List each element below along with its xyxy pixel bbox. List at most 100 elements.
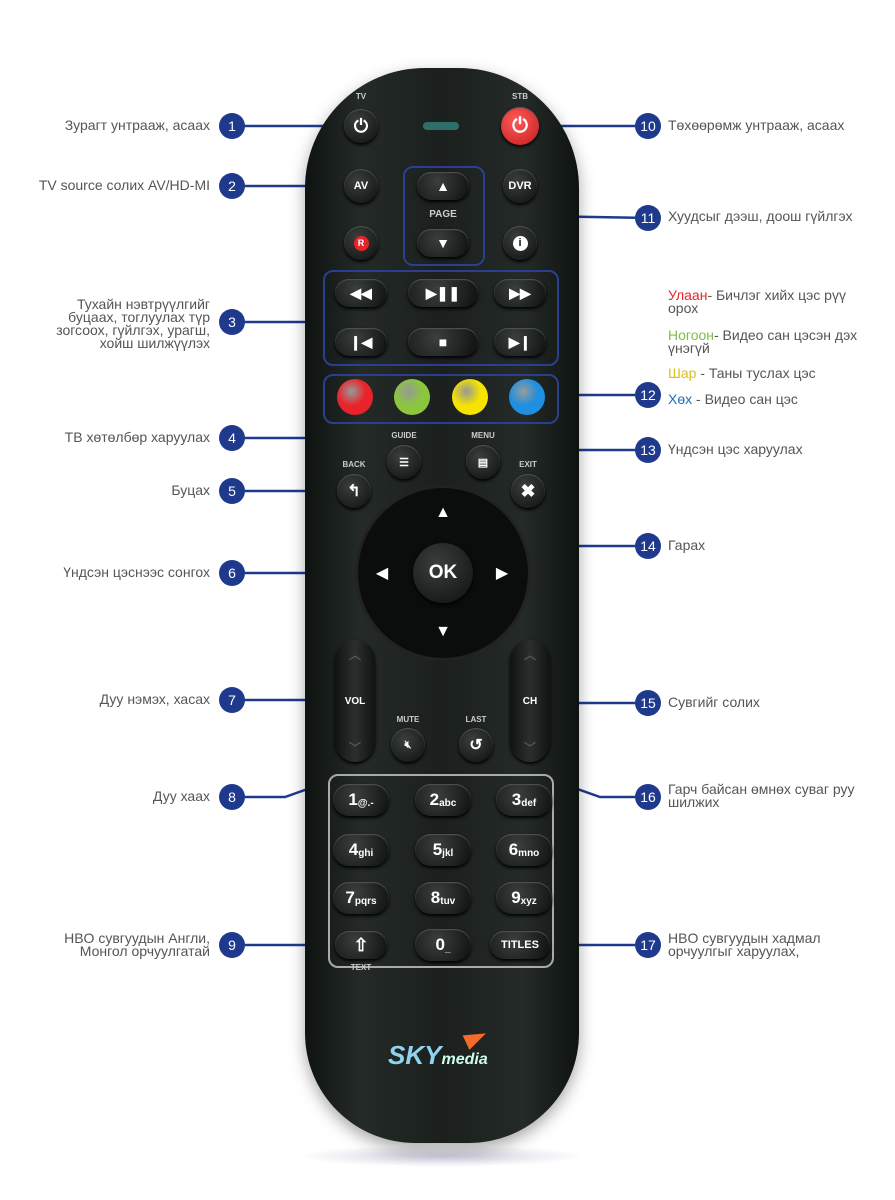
callout-marker-17: 17: [635, 932, 661, 958]
legend-item: Ногоон- Видео сан цэсэн дэх үнэгүй: [668, 327, 858, 355]
key-letters: ghi: [358, 847, 374, 859]
color-key-4[interactable]: [509, 379, 545, 415]
stb-label: STB: [512, 92, 528, 101]
legend-color-name: Шар: [668, 365, 697, 381]
page-up-button[interactable]: ▲: [417, 172, 469, 200]
callout-marker-13: 13: [635, 437, 661, 463]
legend-color-name: Ногоон: [668, 327, 714, 343]
page-group-outline: [403, 166, 485, 266]
key-letters: mno: [518, 847, 540, 859]
key-digit: 0: [435, 935, 445, 954]
stop-button[interactable]: ■: [408, 328, 478, 356]
mute-button[interactable]: 🔇︎: [391, 728, 425, 762]
info-button[interactable]: i: [503, 226, 537, 260]
close-icon: ✖: [520, 480, 536, 501]
dvr-button[interactable]: DVR: [503, 169, 537, 203]
titles-button[interactable]: TITLES: [490, 931, 550, 959]
record-button[interactable]: R: [344, 226, 378, 260]
volume-rocker[interactable]: ︿VOL﹀: [335, 640, 375, 762]
color-group-outline: [323, 374, 559, 424]
key-digit: 3: [511, 790, 522, 809]
dpad-up[interactable]: ▲: [435, 504, 451, 521]
next-button[interactable]: ▶❙: [494, 328, 546, 356]
rewind-button[interactable]: ◀◀: [335, 279, 387, 307]
key-letters: pqrs: [354, 895, 377, 907]
last-label: LAST: [465, 715, 487, 724]
menu-button[interactable]: ▤: [466, 445, 500, 479]
play-pause-button[interactable]: ▶❚❚: [408, 279, 478, 307]
av-button[interactable]: AV: [344, 169, 378, 203]
exit-button[interactable]: ✖: [511, 474, 545, 508]
skip-forward-icon: ▶❙: [508, 333, 532, 350]
key-letters: _: [444, 942, 451, 954]
page-down-button[interactable]: ▼: [417, 229, 469, 257]
ok-button[interactable]: OK: [413, 543, 473, 603]
number-group-outline: [328, 774, 554, 968]
stb-power-button[interactable]: ⏻: [501, 107, 539, 145]
ch-label: CH: [522, 695, 538, 707]
number-key-0[interactable]: 0_: [415, 929, 471, 961]
remote-shadow: [300, 1145, 585, 1167]
guide-label: GUIDE: [391, 431, 417, 440]
status-led: [423, 122, 459, 130]
back-button[interactable]: ↰: [337, 474, 371, 508]
key-digit: 2: [429, 790, 440, 809]
tv-power-button[interactable]: ⏻: [344, 109, 378, 143]
callout-label-5: Буцах: [171, 482, 210, 498]
callout-marker-10: 10: [635, 113, 661, 139]
key-letters: abc: [439, 797, 457, 809]
key-letters: def: [521, 797, 537, 809]
callout-marker-7: 7: [219, 687, 245, 713]
text-button[interactable]: ⇧: [335, 931, 387, 959]
skymedia-logo: SKYmedia: [388, 1040, 488, 1071]
callout-label-16: Гарч байсан өмнөх суваг руу шилжих: [668, 781, 855, 810]
callout-marker-15: 15: [635, 690, 661, 716]
triangle-up-icon: ▲: [436, 178, 450, 194]
rewind-icon: ◀◀: [350, 284, 372, 301]
guide-button[interactable]: ☰: [387, 445, 421, 479]
vol-label: VOL: [344, 695, 366, 707]
callout-marker-4: 4: [219, 425, 245, 451]
back-label: BACK: [342, 460, 366, 469]
key-digit: 4: [348, 840, 359, 859]
dpad-right[interactable]: ▶: [495, 565, 509, 582]
callout-label-4: ТВ хөтөлбөр харуулах: [64, 429, 210, 445]
text-label: TEXT: [350, 963, 372, 972]
legend-item: Хөх - Видео сан цэс: [668, 392, 858, 406]
power-icon: ⏻: [512, 114, 528, 137]
previous-button[interactable]: ❙◀: [335, 328, 387, 356]
channel-rocker[interactable]: ︿CH﹀: [510, 640, 550, 762]
color-key-3[interactable]: [452, 379, 488, 415]
dpad-left[interactable]: ◀: [375, 565, 389, 582]
callout-marker-16: 16: [635, 784, 661, 810]
key-letters: jkl: [442, 847, 454, 859]
last-channel-button[interactable]: ↺: [459, 728, 493, 762]
callout-label-1: Зурагт унтрааж, асаах: [64, 117, 210, 133]
number-key-1[interactable]: 1@.-: [333, 784, 389, 816]
legend-color-name: Улаан: [668, 287, 708, 303]
mute-label: MUTE: [396, 715, 420, 724]
record-button-label: R: [353, 235, 369, 251]
key-letters: xyz: [520, 895, 537, 907]
callout-label-17: HBO сувгуудын хадмал орчуулгыг харуулах,: [668, 930, 821, 959]
callout-label-8: Дуу хаах: [152, 788, 210, 804]
color-key-1[interactable]: [337, 379, 373, 415]
fast-forward-button[interactable]: ▶▶: [494, 279, 546, 307]
key-letters: tuv: [440, 895, 456, 907]
info-icon: i: [512, 235, 528, 251]
color-key-2[interactable]: [394, 379, 430, 415]
callout-label-7: Дуу нэмэх, хасах: [99, 691, 210, 707]
dpad-down[interactable]: ▼: [435, 623, 451, 640]
back-arrow-icon: ↰: [347, 483, 361, 500]
mute-icon: 🔇︎: [404, 738, 412, 751]
callout-marker-12: 12: [635, 382, 661, 408]
